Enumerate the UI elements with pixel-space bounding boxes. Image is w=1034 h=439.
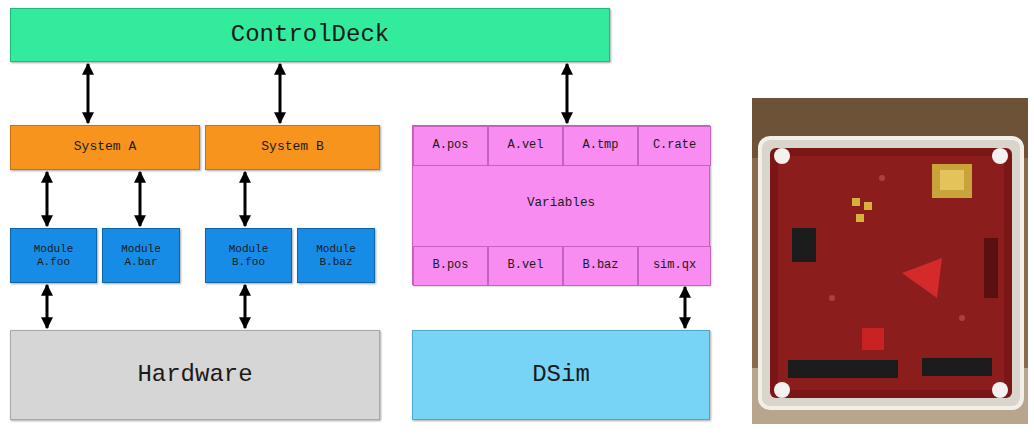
node-label: B.pos (432, 259, 468, 273)
double-arrow (279, 64, 282, 123)
variable-cell: B.baz (563, 246, 638, 286)
node-label: A.pos (432, 139, 468, 153)
double-arrow (684, 287, 687, 328)
node-label: A.vel (507, 139, 543, 153)
module-box: Module B.baz (297, 228, 375, 283)
node-label: System A (74, 140, 136, 155)
system-box: System B (205, 125, 380, 170)
board-photo (752, 98, 1028, 424)
node-label: Module A.foo (21, 243, 86, 268)
node-label: Variables (413, 196, 709, 210)
node-label: Module B.foo (216, 243, 281, 268)
node-label: B.baz (582, 259, 618, 273)
node-label: ControlDeck (231, 21, 389, 49)
hardware-box: Hardware (10, 330, 380, 420)
dsim-box: DSim (412, 330, 710, 420)
node-label: DSim (532, 361, 590, 389)
variable-cell: B.pos (413, 246, 488, 286)
variable-cell: C.rate (638, 126, 711, 166)
node-label: Module A.bar (113, 243, 169, 268)
variable-cell: sim.qx (638, 246, 711, 286)
node-label: A.tmp (582, 139, 618, 153)
deck-bar: ControlDeck (10, 8, 610, 62)
double-arrow (244, 285, 247, 328)
variable-cell: B.vel (488, 246, 563, 286)
node-label: System B (261, 140, 323, 155)
module-box: Module B.foo (205, 228, 292, 283)
node-label: Hardware (137, 361, 252, 389)
double-arrow (244, 172, 247, 226)
double-arrow (139, 172, 142, 226)
variable-cell: A.tmp (563, 126, 638, 166)
variables-box: Variables A.pos A.vel A.tmp C.rateB.pos B.vel… (412, 125, 710, 285)
double-arrow (46, 285, 49, 328)
variable-cell: A.vel (488, 126, 563, 166)
node-label: sim.qx (653, 259, 696, 273)
node-label: B.vel (507, 259, 543, 273)
module-box: Module A.foo (10, 228, 97, 283)
node-label: Module B.baz (308, 243, 364, 268)
double-arrow (566, 64, 569, 123)
variable-cell: A.pos (413, 126, 488, 166)
double-arrow (87, 64, 90, 123)
system-box: System A (10, 125, 200, 170)
module-box: Module A.bar (102, 228, 180, 283)
node-label: C.rate (653, 139, 696, 153)
double-arrow (46, 172, 49, 226)
